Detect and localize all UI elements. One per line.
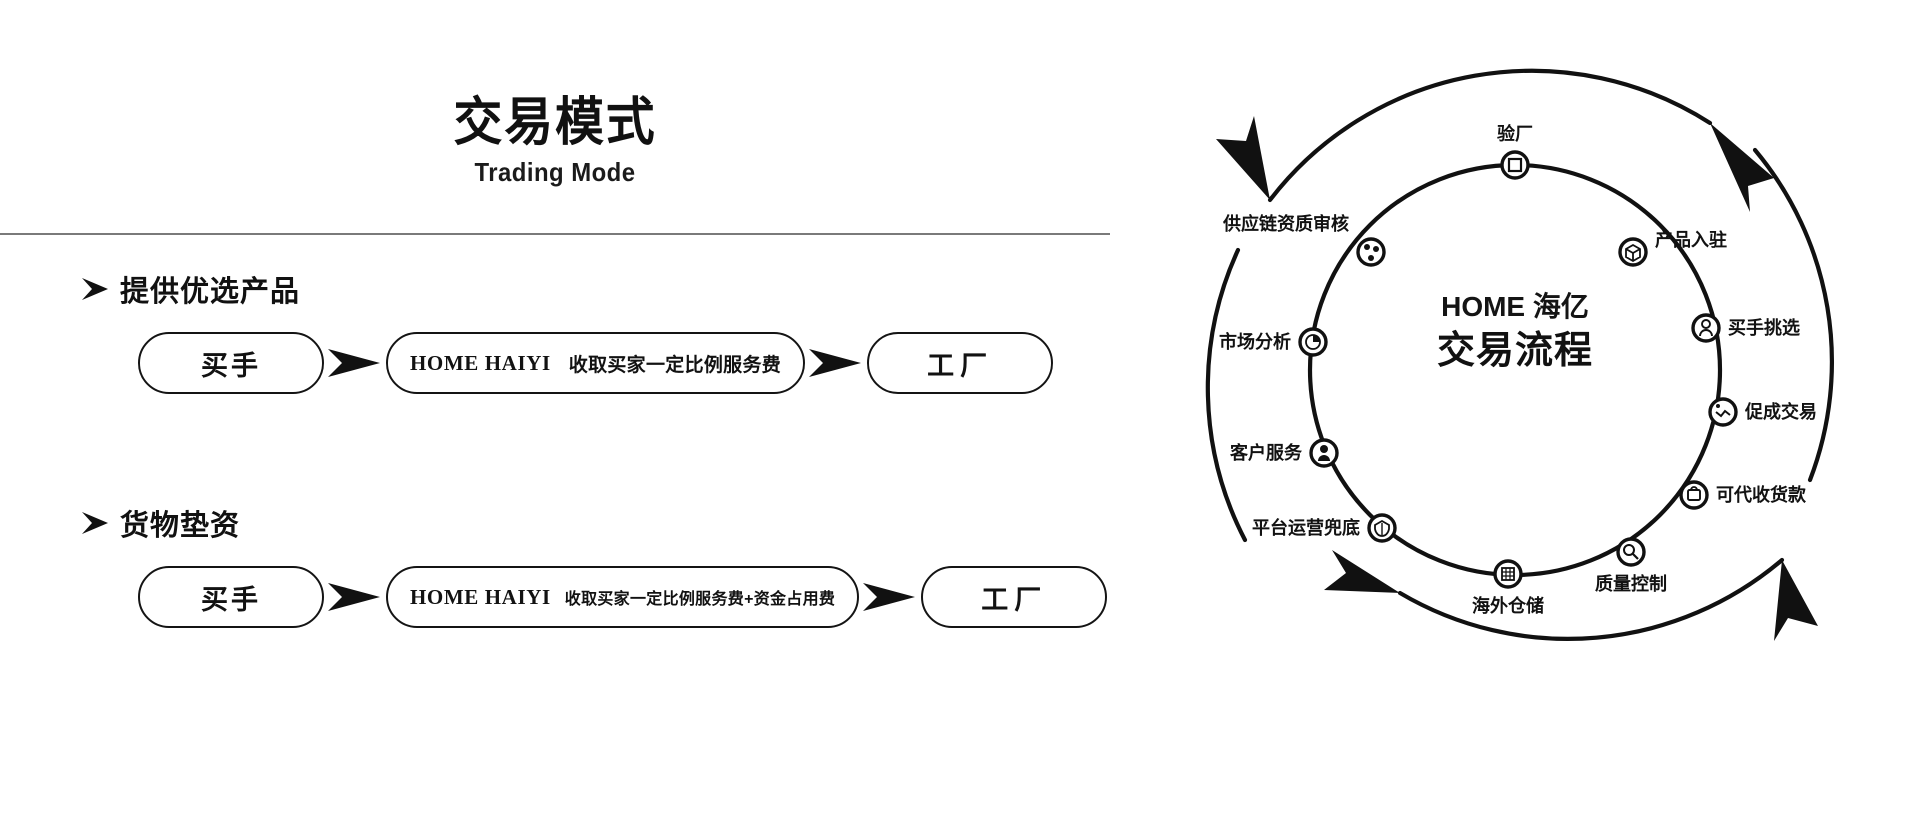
cycle-node-product-onboard[interactable]: 产品入驻 bbox=[1618, 229, 1727, 267]
arrow-right-icon bbox=[324, 577, 386, 617]
outer-ring bbox=[1205, 68, 1834, 641]
section-heading-row: 货物垫资 bbox=[0, 502, 1110, 544]
cycle-node-overseas-warehouse[interactable]: 海外仓储 bbox=[1472, 559, 1544, 616]
title-divider bbox=[0, 233, 1110, 235]
cycle-node-label: 客户服务 bbox=[1230, 442, 1303, 463]
handshake-deal-icon-glyph bbox=[1715, 409, 1731, 418]
cycle-node-buyer-select[interactable]: 买手挑选 bbox=[1691, 313, 1800, 343]
cycle-node-customer-service[interactable]: 客户服务 bbox=[1230, 438, 1339, 468]
buyer-select-icon-body bbox=[1699, 329, 1713, 337]
flow-target-box[interactable]: 工厂 bbox=[867, 332, 1054, 394]
outer-arrow-top-right bbox=[1710, 123, 1774, 212]
section-heading-label: 提供优选产品 bbox=[120, 276, 301, 308]
quality-control-icon-lens bbox=[1623, 544, 1635, 556]
payment-collect-icon-body bbox=[1687, 489, 1701, 501]
cycle-node-label: 可代收货款 bbox=[1716, 484, 1807, 505]
section-preferred-products: 提供优选产品 买手 HOME HAIYI 收取买家一定比例服务费 bbox=[0, 268, 1110, 394]
cycle-node-platform-guarantee[interactable]: 平台运营兜底 bbox=[1252, 513, 1397, 543]
buyer-select-icon-head bbox=[1701, 319, 1711, 329]
arrow-right-icon bbox=[324, 343, 386, 383]
cycle-node-collect-payment[interactable]: 可代收货款 bbox=[1679, 480, 1807, 510]
supply-chain-audit-icon-n2 bbox=[1373, 246, 1379, 252]
flow-platform-brand: HOME HAIYI bbox=[410, 584, 551, 609]
cycle-center-line1: HOME 海亿 bbox=[1441, 291, 1589, 322]
page-title-cn: 交易模式 bbox=[453, 94, 657, 152]
cycle-node-label: 验厂 bbox=[1497, 123, 1533, 144]
factory-inspect-icon bbox=[1500, 150, 1530, 180]
cycle-node-label: 供应链资质审核 bbox=[1222, 213, 1349, 234]
quality-control-icon bbox=[1616, 537, 1646, 567]
triangle-bullet-icon bbox=[82, 278, 108, 300]
cycle-center-line2: 交易流程 bbox=[1437, 329, 1593, 372]
flow-platform-brand: HOME HAIYI bbox=[410, 350, 551, 375]
arrow-right-icon bbox=[805, 343, 867, 383]
market-analysis-icon-slice bbox=[1313, 335, 1320, 342]
box-cube-icon-glyph bbox=[1625, 243, 1641, 263]
triangle-bullet-icon bbox=[82, 512, 108, 534]
page-title: 交易模式 Trading Mode bbox=[0, 96, 1110, 188]
supply-chain-audit-icon-n3 bbox=[1368, 255, 1374, 261]
flow-target-box[interactable]: 工厂 bbox=[921, 566, 1108, 628]
flow-row-1: 买手 HOME HAIYI 收取买家一定比例服务费 工厂 bbox=[0, 332, 1110, 394]
flow-platform-box[interactable]: HOME HAIYI 收取买家一定比例服务费 bbox=[386, 332, 806, 394]
outer-arrow-heads bbox=[1216, 116, 1818, 641]
cycle-node-label: 买手挑选 bbox=[1728, 317, 1800, 338]
outer-arc-bottom bbox=[1397, 557, 1785, 641]
cycle-node-close-deal[interactable]: 促成交易 bbox=[1708, 397, 1817, 427]
section-heading-label: 货物垫资 bbox=[120, 510, 241, 542]
cycle-node-label: 促成交易 bbox=[1744, 401, 1817, 422]
cycle-node-factory-inspect[interactable]: 验厂 bbox=[1497, 123, 1533, 180]
warehouse-grid-icon-lines bbox=[1502, 568, 1514, 580]
outer-arc-left bbox=[1205, 247, 1248, 543]
customer-service-icon-head bbox=[1320, 445, 1328, 453]
cycle-node-label: 平台运营兜底 bbox=[1252, 517, 1360, 538]
payment-collect-icon-arc bbox=[1690, 486, 1698, 491]
payment-collect-icon bbox=[1679, 480, 1709, 510]
section-goods-financing: 货物垫资 买手 HOME HAIYI 收取买家一定比例服务费+资金占用费 bbox=[0, 502, 1110, 628]
supply-chain-audit-icon-n1 bbox=[1364, 244, 1370, 250]
supply-chain-audit-icon bbox=[1356, 237, 1386, 267]
flow-platform-desc: 收取买家一定比例服务费 bbox=[568, 354, 782, 376]
trading-process-cycle: HOME 海亿 交易流程 验厂 产品入驻 买手挑选 bbox=[1110, 0, 1920, 814]
page-title-en: Trading Mode bbox=[474, 156, 636, 187]
cycle-node-label: 海外仓储 bbox=[1472, 595, 1544, 616]
cycle-node-quality-control[interactable]: 质量控制 bbox=[1595, 537, 1667, 594]
factory-inspect-icon-glyph bbox=[1507, 157, 1523, 173]
flow-actor-box[interactable]: 买手 bbox=[138, 332, 324, 394]
cycle-node-market-analysis[interactable]: 市场分析 bbox=[1219, 327, 1328, 357]
warehouse-grid-icon bbox=[1493, 559, 1523, 589]
shield-platform-icon-glyph bbox=[1374, 519, 1390, 537]
cycle-node-label: 市场分析 bbox=[1219, 331, 1291, 352]
flow-platform-box[interactable]: HOME HAIYI 收取买家一定比例服务费+资金占用费 bbox=[386, 566, 860, 628]
cycle-node-label: 质量控制 bbox=[1595, 573, 1667, 594]
outer-arrow-bottom-left bbox=[1324, 550, 1400, 593]
cycle-node-supply-chain-audit[interactable]: 供应链资质审核 bbox=[1222, 213, 1386, 267]
cycle-node-label: 产品入驻 bbox=[1655, 229, 1727, 250]
outer-arc-right bbox=[1752, 147, 1834, 483]
flow-row-2: 买手 HOME HAIYI 收取买家一定比例服务费+资金占用费 工厂 bbox=[0, 566, 1110, 628]
customer-service-icon-body bbox=[1318, 455, 1330, 461]
section-heading-row: 提供优选产品 bbox=[0, 268, 1110, 310]
handshake-deal-icon-dot bbox=[1716, 404, 1720, 408]
outer-arc-top-left bbox=[1267, 68, 1713, 203]
flow-actor-box[interactable]: 买手 bbox=[138, 566, 324, 628]
outer-arrow-bottom-right bbox=[1774, 560, 1818, 641]
trading-mode-panel: 交易模式 Trading Mode 提供优选产品 买手 HOME HAIYI 收… bbox=[0, 96, 1110, 628]
quality-control-icon-handle bbox=[1632, 553, 1639, 560]
warehouse-grid-icon-frame bbox=[1501, 567, 1515, 581]
flow-platform-desc: 收取买家一定比例服务费+资金占用费 bbox=[564, 591, 836, 608]
arrow-right-icon bbox=[859, 577, 921, 617]
outer-arrow-top-left bbox=[1216, 116, 1270, 200]
